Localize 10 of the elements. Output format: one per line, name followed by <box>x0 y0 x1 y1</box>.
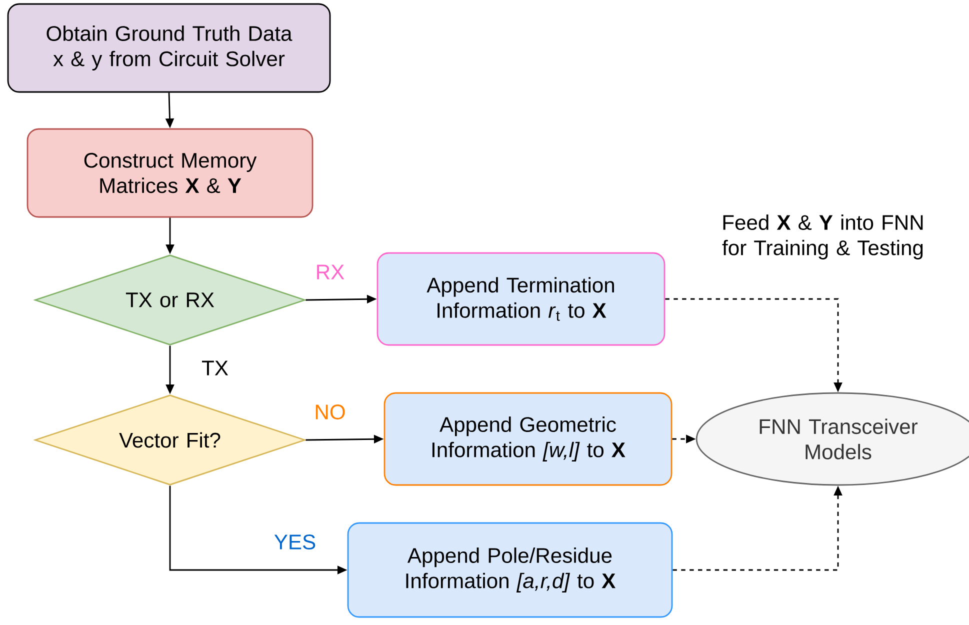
edge-label: RX <box>317 264 344 280</box>
edge-label: NO <box>316 404 345 420</box>
edge-label: TX <box>202 360 228 376</box>
note-text: Feed X & Y into FNN for Training & Testing <box>722 214 923 260</box>
process-box: Append Geometric Information [w,l] to X <box>384 392 672 486</box>
process-box: Append Termination Information r$_{t}$ to X <box>376 252 666 346</box>
process-box: Obtain Ground Truth Data x & y from Circuit Solver <box>7 3 331 93</box>
process-box: Append Pole/Residue Information [a,r,d] to X <box>347 522 673 618</box>
process-box: Construct Memory Matrices X & Y <box>26 128 314 218</box>
edge-label: YES <box>274 534 316 550</box>
